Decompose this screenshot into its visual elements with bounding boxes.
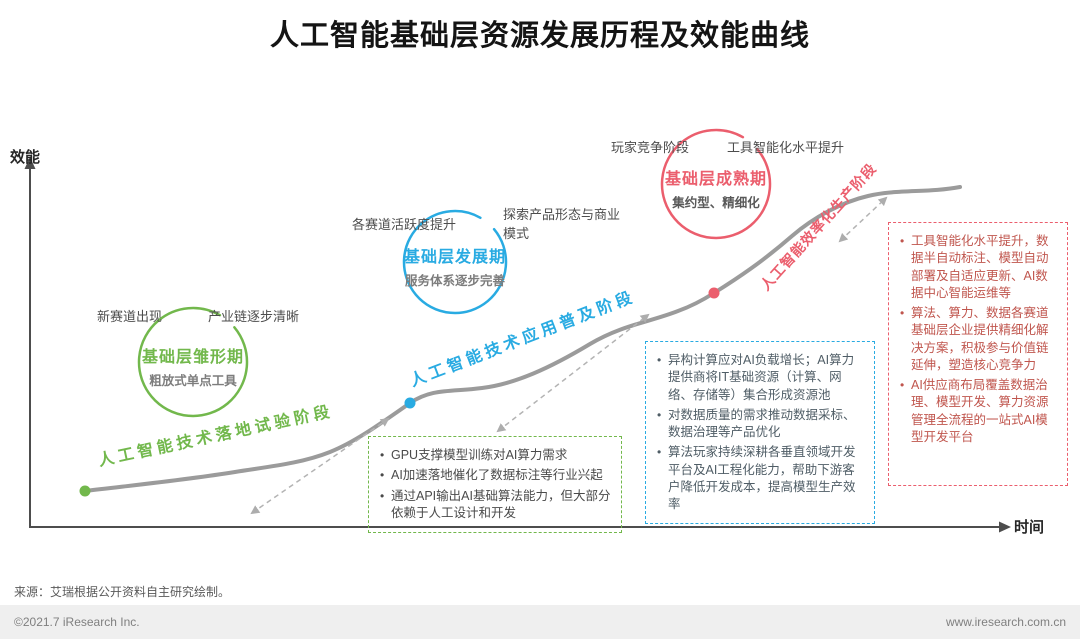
note-item: 算法、算力、数据各赛道基础层企业提供精细化解决方案，积极参与价值链延伸，塑造核心… (899, 305, 1057, 374)
stage3-badge-title: 基础层成熟期 (664, 171, 767, 188)
stage3-circle (660, 128, 772, 240)
x-axis-arrowhead-icon (999, 521, 1011, 533)
stage2-circle (402, 209, 508, 315)
source-note: 来源：艾瑞根据公开资料自主研究绘制。 (14, 585, 231, 599)
y-axis-label: 效能 (10, 149, 41, 166)
transition-arrow-3 (838, 196, 888, 243)
stage3-badge: 基础层成熟期 集约型、精细化 (651, 165, 781, 211)
note-item: AI供应商布局覆盖数据治理、模型开发、算力资源管理全流程的一站式AI模型开发平台 (899, 377, 1057, 446)
notes-box-stage2: 异构计算应对AI负载增长；AI算力提供商将IT基础资源（计算、网络、存储等）集合… (645, 341, 875, 525)
stage1-dot (79, 485, 91, 497)
transition-arrow-2 (496, 313, 650, 433)
note-item: GPU支撑模型训练对AI算力需求 (379, 447, 611, 464)
note-item: 通过API输出AI基础算法能力，但大部分依赖于人工设计和开发 (379, 488, 611, 523)
stage1-badge: 基础层雏形期 粗放式单点工具 (128, 343, 258, 389)
y-axis-arrowhead-icon (24, 157, 36, 169)
notes-list-stage2: 异构计算应对AI负载增长；AI算力提供商将IT基础资源（计算、网络、存储等）集合… (656, 352, 864, 513)
stage2-dot (404, 397, 416, 409)
stage3-tag-2: 工具智能化水平提升 (727, 140, 845, 155)
notes-box-stage3: 工具智能化水平提升，数据半自动标注、模型自动部署及自适应更新、AI数据中心智能运… (888, 222, 1068, 486)
stage2-tag-2: 探索产品形态与商业模式 (503, 207, 621, 241)
stage1-tag-1: 新赛道出现 (97, 309, 163, 324)
x-axis-label: 时间 (1014, 519, 1045, 536)
transition-arrow-1 (250, 417, 390, 515)
stage1-circle (137, 306, 249, 418)
stage3-tag-1: 玩家竞争阶段 (611, 140, 690, 155)
stage1-badge-title: 基础层雏形期 (141, 349, 244, 366)
stage3-dot (708, 287, 720, 299)
footer-bar: ©2021.7 iResearch Inc. www.iresearch.com… (0, 605, 1080, 639)
stage2-badge-subtitle: 服务体系逐步完善 (404, 274, 505, 288)
stage2-badge: 基础层发展期 服务体系逐步完善 (390, 243, 520, 289)
stage2-tag-1: 各赛道活跃度提升 (352, 217, 457, 232)
note-item: 异构计算应对AI负载增长；AI算力提供商将IT基础资源（计算、网络、存储等）集合… (656, 352, 864, 404)
stage3-badge-subtitle: 集约型、精细化 (672, 196, 760, 210)
stage2-badge-title: 基础层发展期 (403, 249, 506, 266)
notes-list-stage3: 工具智能化水平提升，数据半自动标注、模型自动部署及自适应更新、AI数据中心智能运… (899, 233, 1057, 446)
note-item: 工具智能化水平提升，数据半自动标注、模型自动部署及自适应更新、AI数据中心智能运… (899, 233, 1057, 302)
note-item: 对数据质量的需求推动数据采标、数据治理等产品优化 (656, 407, 864, 442)
stage1-tag-2: 产业链逐步清晰 (208, 309, 300, 324)
notes-box-stage1: GPU支撑模型训练对AI算力需求 AI加速落地催化了数据标注等行业兴起 通过AP… (368, 436, 622, 533)
notes-list-stage1: GPU支撑模型训练对AI算力需求 AI加速落地催化了数据标注等行业兴起 通过AP… (379, 447, 611, 522)
stage1-badge-subtitle: 粗放式单点工具 (149, 374, 237, 388)
page-title: 人工智能基础层资源发展历程及效能曲线 (269, 20, 810, 52)
copyright-text: ©2021.7 iResearch Inc. (14, 615, 140, 629)
website-url: www.iresearch.com.cn (945, 615, 1066, 629)
note-item: AI加速落地催化了数据标注等行业兴起 (379, 467, 611, 484)
note-item: 算法玩家持续深耕各垂直领域开发平台及AI工程化能力，帮助下游客户降低开发成本，提… (656, 444, 864, 513)
